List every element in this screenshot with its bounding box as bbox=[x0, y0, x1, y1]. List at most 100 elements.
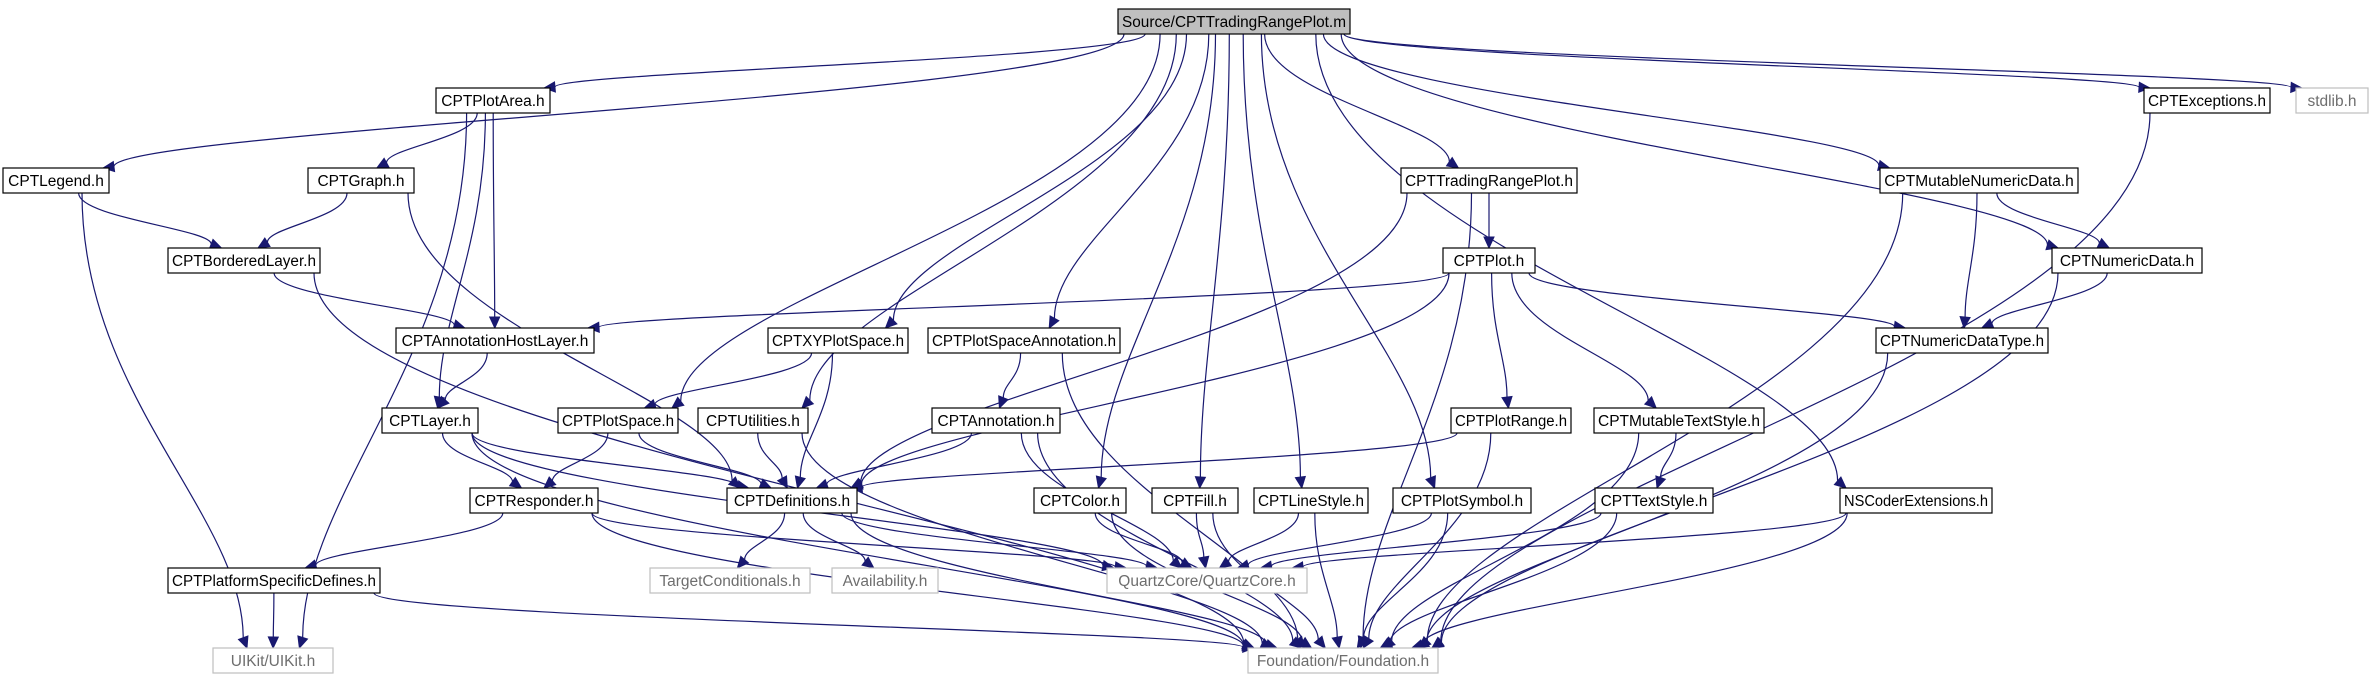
node-color[interactable]: CPTColor.h bbox=[1033, 487, 1127, 514]
edge-plot-to-plotrange bbox=[1491, 272, 1508, 398]
node-label-stdlib: stdlib.h bbox=[2307, 93, 2356, 110]
edge-root-to-numdata bbox=[1340, 33, 2049, 245]
node-plot[interactable]: CPTPlot.h bbox=[1442, 247, 1536, 274]
edge-xyspace-to-defs bbox=[799, 352, 834, 478]
node-box-linestyle bbox=[1253, 487, 1369, 514]
node-plotrange[interactable]: CPTPlotRange.h bbox=[1450, 407, 1572, 434]
node-mutnum[interactable]: CPTMutableNumericData.h bbox=[1879, 167, 2079, 194]
node-box-root bbox=[1117, 8, 1351, 35]
node-bordered[interactable]: CPTBorderedLayer.h bbox=[167, 247, 321, 274]
edge-linestyle-to-quartz bbox=[1227, 512, 1300, 562]
node-label-graph: CPTGraph.h bbox=[317, 173, 404, 190]
node-box-nscoder bbox=[1839, 487, 1993, 514]
arrowhead-root-to-linestyle bbox=[1294, 475, 1307, 490]
node-label-foundation: Foundation/Foundation.h bbox=[1257, 653, 1429, 670]
node-graph[interactable]: CPTGraph.h bbox=[307, 167, 415, 194]
node-utilities[interactable]: CPTUtilities.h bbox=[697, 407, 809, 434]
arrowhead-numdata-to-numtype bbox=[1980, 318, 1995, 329]
node-box-bordered bbox=[167, 247, 321, 274]
node-label-availability: Availability.h bbox=[843, 573, 928, 590]
arrowhead-mutnum-to-numtype bbox=[1959, 316, 1971, 330]
node-label-defs: CPTDefinitions.h bbox=[734, 493, 850, 510]
arrowhead-annothost-to-layer bbox=[436, 395, 450, 409]
arrowhead-plot-to-muttext bbox=[1643, 395, 1658, 409]
edge-plot-to-annothost bbox=[598, 272, 1450, 328]
node-numdata[interactable]: CPTNumericData.h bbox=[2051, 247, 2203, 274]
node-root[interactable]: Source/CPTTradingRangePlot.m bbox=[1117, 8, 1351, 35]
edge-spaceannot-to-foundation bbox=[1061, 352, 1299, 640]
node-fill[interactable]: CPTFill.h bbox=[1151, 487, 1239, 514]
edge-root-to-exceptions bbox=[1343, 33, 2140, 88]
edge-defs-to-targetcond bbox=[744, 512, 786, 560]
edge-numdata-to-numtype bbox=[1991, 272, 2108, 324]
node-label-xyspace: CPTXYPlotSpace.h bbox=[772, 333, 904, 350]
node-box-stdlib bbox=[2295, 87, 2369, 114]
node-plotsymbol[interactable]: CPTPlotSymbol.h bbox=[1392, 487, 1532, 514]
edge-xyspace-to-plotspace bbox=[654, 352, 813, 405]
node-defs[interactable]: CPTDefinitions.h bbox=[726, 487, 858, 514]
node-plotspace[interactable]: CPTPlotSpace.h bbox=[557, 407, 679, 434]
node-label-platform: CPTPlatformSpecificDefines.h bbox=[172, 573, 376, 590]
arrowhead-fill-to-foundation bbox=[1313, 635, 1326, 649]
edge-fill-to-quartz bbox=[1195, 512, 1205, 558]
edges-layer bbox=[78, 33, 2304, 654]
node-box-utilities bbox=[697, 407, 809, 434]
edge-platform-to-uikit bbox=[272, 592, 275, 638]
edge-graph-to-defs bbox=[407, 192, 733, 481]
node-nscoder[interactable]: NSCoderExtensions.h bbox=[1839, 487, 1993, 514]
node-platform[interactable]: CPTPlatformSpecificDefines.h bbox=[167, 567, 381, 594]
node-box-plotarea bbox=[435, 87, 551, 114]
edge-mutnum-to-numdata bbox=[1996, 192, 2100, 244]
node-annotation[interactable]: CPTAnnotation.h bbox=[931, 407, 1061, 434]
node-plotarea[interactable]: CPTPlotArea.h bbox=[435, 87, 551, 114]
edge-plotspace-to-responder bbox=[551, 432, 609, 481]
node-numtype[interactable]: CPTNumericDataType.h bbox=[1875, 327, 2049, 354]
node-box-spaceannot bbox=[927, 327, 1121, 354]
arrowhead-muttext-to-textstyle bbox=[1655, 475, 1667, 490]
node-box-textstyle bbox=[1594, 487, 1714, 514]
edge-textstyle-to-foundation bbox=[1389, 512, 1618, 643]
node-layer[interactable]: CPTLayer.h bbox=[381, 407, 479, 434]
edge-muttext-to-textstyle bbox=[1660, 432, 1677, 478]
node-label-layer: CPTLayer.h bbox=[389, 413, 471, 430]
arrowhead-graph-to-bordered bbox=[256, 237, 271, 249]
edge-root-to-plotsymbol bbox=[1260, 33, 1432, 478]
node-exceptions[interactable]: CPTExceptions.h bbox=[2143, 87, 2271, 114]
node-tradinghdr[interactable]: CPTTradingRangePlot.h bbox=[1400, 167, 1578, 194]
arrowhead-layer-to-responder bbox=[508, 476, 523, 489]
node-xyspace[interactable]: CPTXYPlotSpace.h bbox=[767, 327, 909, 354]
node-box-exceptions bbox=[2143, 87, 2271, 114]
node-label-annotation: CPTAnnotation.h bbox=[938, 413, 1055, 430]
arrowhead-utilities-to-defs bbox=[776, 475, 788, 490]
node-box-muttext bbox=[1593, 407, 1765, 434]
edge-graph-to-bordered bbox=[266, 192, 348, 243]
edge-nscoder-to-quartz bbox=[1302, 512, 1847, 568]
node-label-muttext: CPTMutableTextStyle.h bbox=[1598, 413, 1760, 430]
node-box-plot bbox=[1442, 247, 1536, 274]
node-uikit: UIKit/UIKit.h bbox=[212, 647, 334, 674]
node-muttext[interactable]: CPTMutableTextStyle.h bbox=[1593, 407, 1765, 434]
node-spaceannot[interactable]: CPTPlotSpaceAnnotation.h bbox=[927, 327, 1121, 354]
arrowhead-root-to-fill bbox=[1194, 476, 1207, 490]
node-linestyle[interactable]: CPTLineStyle.h bbox=[1253, 487, 1369, 514]
node-box-quartz bbox=[1106, 567, 1308, 594]
node-annothost[interactable]: CPTAnnotationHostLayer.h bbox=[395, 327, 595, 354]
node-responder[interactable]: CPTResponder.h bbox=[469, 487, 599, 514]
node-box-graph bbox=[307, 167, 415, 194]
node-legend[interactable]: CPTLegend.h bbox=[2, 167, 110, 194]
node-label-tradinghdr: CPTTradingRangePlot.h bbox=[1405, 173, 1573, 190]
arrowhead-tradinghdr-to-plot bbox=[1483, 236, 1495, 250]
arrowhead-exceptions-to-foundation bbox=[1431, 636, 1445, 649]
node-label-legend: CPTLegend.h bbox=[8, 173, 104, 190]
node-quartz: QuartzCore/QuartzCore.h bbox=[1106, 567, 1308, 594]
node-label-plot: CPTPlot.h bbox=[1454, 253, 1525, 270]
node-label-fill: CPTFill.h bbox=[1163, 493, 1227, 510]
edge-root-to-mutnum bbox=[1322, 33, 1880, 166]
arrowhead-annotation-to-quartz bbox=[1169, 556, 1183, 569]
arrowhead-legend-to-uikit bbox=[237, 635, 249, 650]
node-textstyle[interactable]: CPTTextStyle.h bbox=[1594, 487, 1714, 514]
edge-mutnum-to-numtype bbox=[1964, 192, 1978, 318]
edge-plot-to-defs bbox=[860, 272, 1450, 485]
edge-utilities-to-foundation bbox=[801, 432, 1263, 644]
node-label-exceptions: CPTExceptions.h bbox=[2148, 93, 2266, 110]
